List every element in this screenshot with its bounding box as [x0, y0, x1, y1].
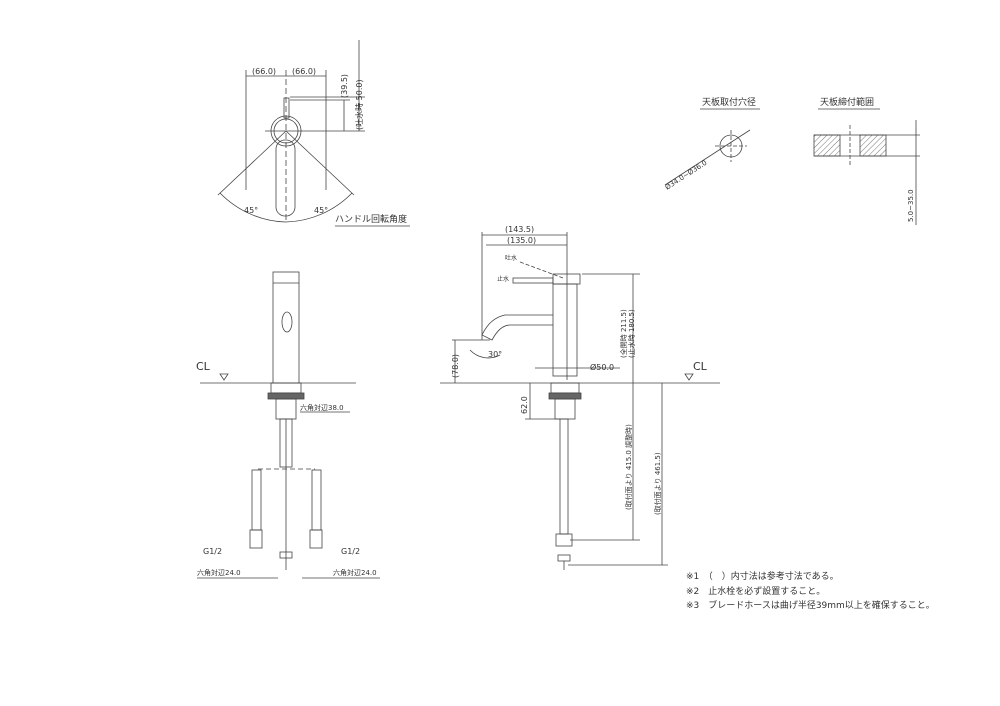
handle-rotation-caption: ハンドル回転角度: [335, 213, 407, 225]
cl-label-right: CL: [693, 360, 708, 373]
hole-title: 天板取付穴径: [702, 96, 756, 108]
front-view: CL 六角対辺38.0 G1/2 G1/2 六角対辺24.0 六角対辺24.0: [196, 271, 380, 579]
dim-50: (吐水時 50.0): [354, 79, 364, 130]
angle-30: 30°: [488, 350, 502, 359]
label-stop: 止水: [497, 275, 509, 283]
g-left: G1/2: [203, 547, 222, 556]
dim-62: 62.0: [520, 396, 529, 414]
top-view: (66.0) (66.0) (39.5) (吐水時 50.0) 45° 45° …: [217, 40, 410, 227]
notes: ※1 （ ）内寸法は参考寸法である。 ※2 止水栓を必ず設置すること。 ※3 ブ…: [686, 570, 935, 614]
note-1: ※1 （ ）内寸法は参考寸法である。: [686, 572, 839, 582]
dim-143: (143.5): [505, 225, 534, 234]
dim-right: (66.0): [292, 67, 316, 76]
hole-dim: Ø34.0~Ø36.0: [664, 159, 709, 192]
hex-38: 六角対辺38.0: [300, 403, 344, 412]
cl-label-left: CL: [196, 360, 211, 373]
thickness-dim: 5.0~35.0: [907, 189, 915, 222]
angle-right: 45°: [314, 206, 328, 215]
hole-detail: 天板取付穴径 Ø34.0~Ø36.0: [664, 96, 760, 192]
dim-211: (全開時 211.5): [619, 309, 628, 358]
dim-415: (取付面より 415.0 調整時): [624, 424, 633, 510]
g-right: G1/2: [341, 547, 360, 556]
dim-135: (135.0): [507, 236, 536, 245]
note-3: ※3 ブレードホースは曲げ半径39mm以上を確保すること。: [686, 601, 935, 611]
hex-24-right: 六角対辺24.0: [333, 568, 377, 577]
dim-180: (止水時 180.5): [627, 309, 636, 358]
dim-39: (39.5): [340, 74, 349, 98]
dim-78: (78.0): [451, 354, 460, 378]
dim-461: (取付面より 461.5): [653, 452, 662, 515]
thickness-title: 天板締付範囲: [820, 96, 874, 108]
dia-50: Ø50.0: [590, 362, 614, 372]
angle-left: 45°: [244, 206, 258, 215]
note-2: ※2 止水栓を必ず設置すること。: [686, 586, 826, 597]
side-view: (143.5) (135.0) 吐水 止水 (78.0) 30° (全開時 21…: [440, 225, 720, 570]
thickness-detail: 天板締付範囲 5.0~35.0: [813, 96, 920, 225]
hex-24-left: 六角対辺24.0: [197, 568, 241, 577]
label-spout: 吐水: [505, 254, 517, 262]
dim-left: (66.0): [252, 67, 276, 76]
